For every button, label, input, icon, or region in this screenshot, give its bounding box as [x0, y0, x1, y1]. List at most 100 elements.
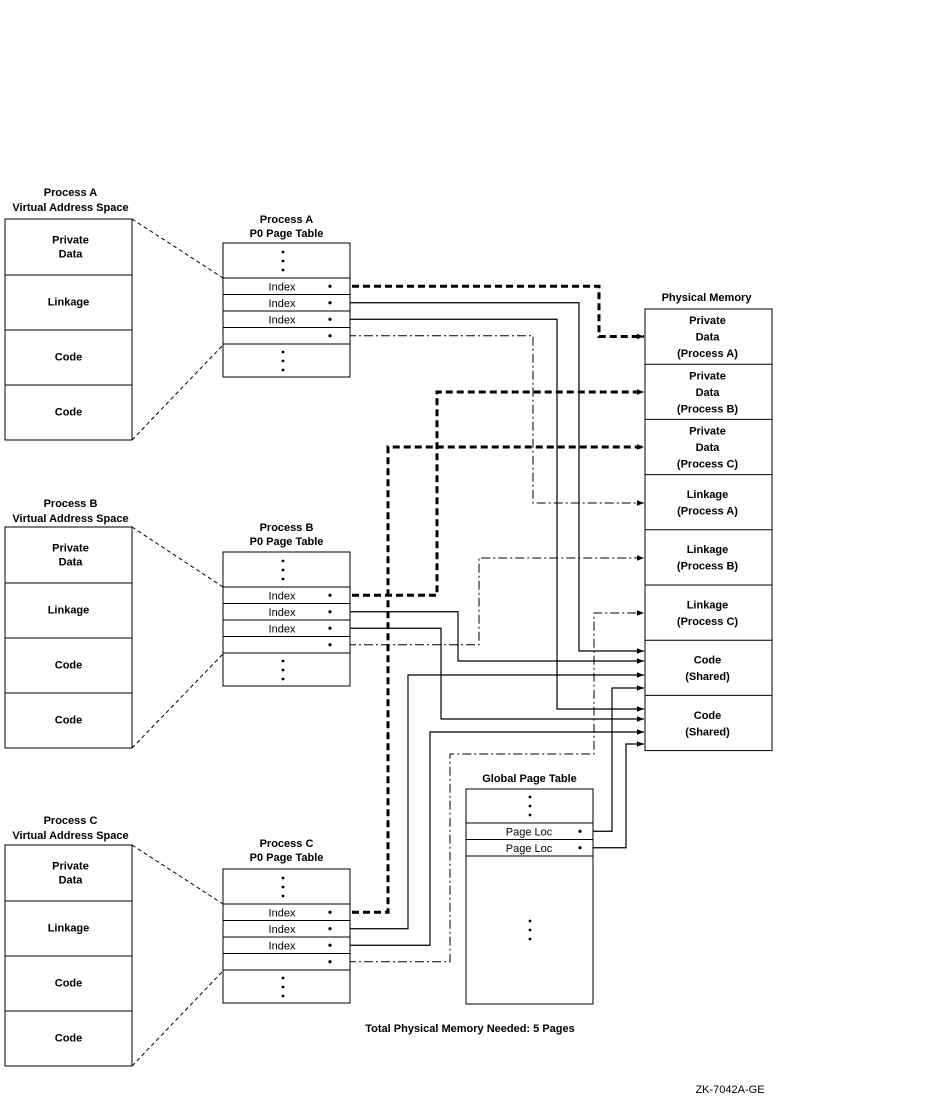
page-table-entry-index: Index — [269, 907, 296, 919]
ellipsis-dots-icon — [281, 268, 285, 272]
pointer-origin-dot-icon — [328, 284, 332, 288]
pointer-origin-dot-icon — [328, 334, 332, 338]
vas-title-subtitle: Virtual Address Space — [12, 830, 128, 842]
physical-memory-page-label: Linkage — [687, 544, 729, 556]
ellipsis-dots-icon — [281, 668, 285, 672]
page-table-entry-index: Index — [269, 623, 296, 635]
total-physical-memory-note: Total Physical Memory Needed: 5 Pages — [365, 1023, 574, 1035]
mapping-arrow-A-pt-1-to-pm-6 — [330, 302, 644, 654]
ellipsis-dots-icon — [281, 368, 285, 372]
vas-title-process: Process C — [44, 815, 98, 827]
ellipsis-dots-icon — [281, 250, 285, 254]
global-page-table-title: Global Page Table — [482, 773, 577, 785]
mapping-arrow-A-pt-2-to-pm-7 — [330, 318, 644, 712]
pointer-origin-dot-icon — [328, 626, 332, 630]
vas-cell-label: Code — [55, 1033, 83, 1045]
ellipsis-dots-icon — [281, 994, 285, 998]
expansion-guide-line — [131, 218, 224, 279]
vas-cell-label: Private — [52, 861, 89, 873]
mapping-arrow-C-pt-1-to-pm-6 — [330, 672, 644, 930]
mapping-arrow-B-pt-3-to-pm-4 — [330, 555, 644, 646]
physical-memory-page-label: Data — [696, 442, 721, 454]
vas-cell-label: Private — [52, 543, 89, 555]
mapping-arrow-C-pt-2-to-pm-7 — [330, 729, 644, 946]
ellipsis-dots-icon — [528, 937, 532, 941]
ellipsis-dots-icon — [281, 876, 285, 880]
ellipsis-dots-icon — [281, 677, 285, 681]
pointer-origin-dot-icon — [328, 927, 332, 931]
ellipsis-dots-icon — [528, 795, 532, 799]
p0-page-table-box — [222, 868, 351, 1004]
ellipsis-dots-icon — [528, 919, 532, 923]
ellipsis-dots-icon — [281, 894, 285, 898]
physical-memory-page-label: (Process A) — [677, 348, 738, 360]
physical-memory-page-label: Linkage — [687, 489, 729, 501]
pointer-origin-dot-icon — [328, 593, 332, 597]
expansion-guide-line — [131, 526, 224, 588]
expansion-guide-line — [131, 344, 224, 441]
ellipsis-dots-icon — [281, 568, 285, 572]
pointer-origin-dot-icon — [328, 960, 332, 964]
ellipsis-dots-icon — [281, 350, 285, 354]
physical-memory-page-label: Data — [696, 387, 721, 399]
physical-memory-page-label: (Process B) — [677, 403, 738, 415]
ellipsis-dots-icon — [281, 559, 285, 563]
p0-page-table-box — [222, 242, 351, 378]
ellipsis-dots-icon — [281, 577, 285, 581]
vas-cell-label: Linkage — [48, 923, 90, 935]
vas-cell-label: Code — [55, 660, 83, 672]
physical-memory-page-label: (Shared) — [685, 671, 730, 683]
p0-page-table-box — [222, 551, 351, 687]
ellipsis-dots-icon — [281, 985, 285, 989]
physical-memory-title: Physical Memory — [662, 292, 753, 304]
ellipsis-dots-icon — [281, 259, 285, 263]
pointer-origin-dot-icon — [578, 829, 582, 833]
global-page-table-entry: Page Loc — [506, 843, 553, 855]
ellipsis-dots-icon — [281, 976, 285, 980]
pointer-origin-dot-icon — [328, 643, 332, 647]
page-table-title-process: Process A — [260, 214, 313, 226]
vas-cell-label: Code — [55, 352, 83, 364]
pointer-origin-dot-icon — [328, 301, 332, 305]
vas-cell-label: Data — [59, 557, 84, 569]
mapping-arrow-gpt-0-to-pm-6 — [580, 685, 644, 832]
physical-memory-page-label: Code — [694, 655, 722, 667]
global-page-table-box — [465, 788, 594, 1005]
ellipsis-dots-icon — [281, 659, 285, 663]
pointer-origin-dot-icon — [578, 846, 582, 850]
ellipsis-dots-icon — [281, 359, 285, 363]
box-layer — [4, 218, 773, 1067]
page-table-title-subtitle: P0 Page Table — [250, 536, 324, 548]
vas-cell-label: Linkage — [48, 297, 90, 309]
ellipsis-dots-icon — [528, 804, 532, 808]
mapping-arrow-C-pt-3-to-pm-5 — [330, 610, 644, 963]
ellipsis-dots-icon — [528, 813, 532, 817]
vas-cell-label: Code — [55, 978, 83, 990]
page-table-entry-index: Index — [269, 314, 296, 326]
mapping-arrow-B-pt-0-to-pm-1 — [330, 389, 644, 597]
expansion-guide-line — [131, 653, 224, 749]
physical-memory-page-label: Private — [689, 370, 726, 382]
physical-memory-page-label: Linkage — [687, 599, 729, 611]
physical-memory-page-label: (Shared) — [685, 726, 730, 738]
pointer-origin-dot-icon — [328, 610, 332, 614]
vas-cell-label: Data — [59, 875, 84, 887]
page-table-entry-index: Index — [269, 590, 296, 602]
mapping-arrow-B-pt-2-to-pm-7 — [330, 627, 644, 722]
vas-title-subtitle: Virtual Address Space — [12, 202, 128, 214]
vas-cell-label: Private — [52, 235, 89, 247]
page-table-entry-index: Index — [269, 281, 296, 293]
physical-memory-page-label: (Process A) — [677, 505, 738, 517]
physical-memory-page-label: Code — [694, 710, 722, 722]
mapping-arrow-A-pt-3-to-pm-3 — [330, 335, 644, 506]
vas-cell-label: Linkage — [48, 605, 90, 617]
physical-memory-page-label: Private — [689, 426, 726, 438]
mapping-arrow-gpt-1-to-pm-7 — [580, 741, 644, 849]
vas-title-subtitle: Virtual Address Space — [12, 513, 128, 525]
pointer-origin-dot-icon — [328, 317, 332, 321]
vas-cell-label: Code — [55, 715, 83, 727]
expansion-guide-line — [131, 970, 224, 1067]
figure-id-label: ZK-7042A-GE — [695, 1084, 764, 1096]
